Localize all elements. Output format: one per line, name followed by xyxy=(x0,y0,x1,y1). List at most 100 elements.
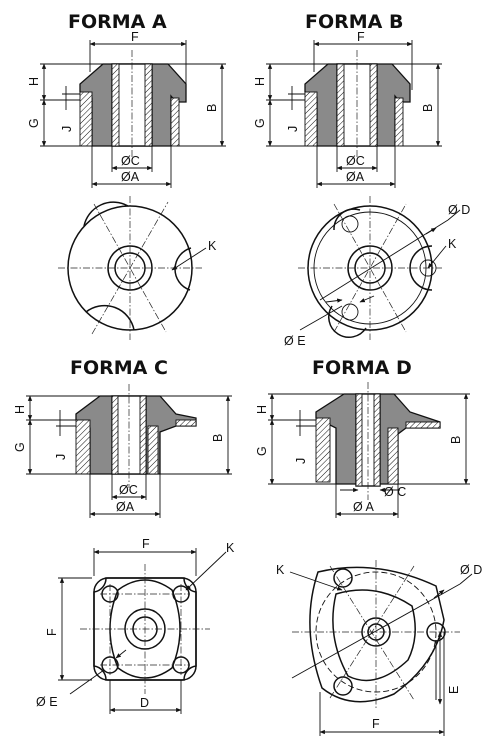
forma-c-section: FORMA C H G J B ØC ØA xyxy=(13,357,232,518)
leader-k xyxy=(289,571,343,591)
label-b: B xyxy=(421,104,435,112)
label-f: F xyxy=(372,717,380,731)
leader-k xyxy=(427,245,447,269)
label-od: Ø D xyxy=(448,203,470,217)
label-oa: ØA xyxy=(121,170,140,184)
metal-insert-wall xyxy=(304,91,318,147)
label-h: H xyxy=(255,405,269,414)
bushing-wall xyxy=(139,395,147,475)
label-f: F xyxy=(131,30,139,44)
label-j: J xyxy=(294,458,308,464)
mounting-hole xyxy=(333,568,353,588)
label-h: H xyxy=(13,405,27,414)
label-oa-d: Ø A xyxy=(353,500,375,514)
bushing-wall xyxy=(355,393,363,487)
arrow-e xyxy=(115,649,127,659)
triangular-flange xyxy=(309,566,445,703)
metal-insert-wall xyxy=(170,97,180,147)
arrow-e xyxy=(325,298,343,303)
leader-d xyxy=(447,209,461,221)
forma-a-section: FORMA A F H G J B ØC xyxy=(27,11,226,188)
label-oc: ØC xyxy=(119,483,138,497)
arrow-d xyxy=(433,589,445,599)
label-b: B xyxy=(211,434,225,442)
label-j: J xyxy=(286,126,300,132)
label-oa: ØA xyxy=(346,170,365,184)
center-line xyxy=(93,203,167,333)
forma-a-top-view: K xyxy=(58,196,217,340)
flange-plate xyxy=(175,419,197,427)
leader-d xyxy=(291,583,461,679)
metal-insert-wall xyxy=(387,427,399,485)
forma-d-top-view: K Ø D E F xyxy=(276,560,482,736)
label-f: F xyxy=(142,537,150,551)
metal-insert-wall xyxy=(394,97,404,147)
label-k: K xyxy=(276,563,285,577)
label-h: H xyxy=(253,77,267,86)
forma-d-section: FORMA D H G J B Ø C Ø A xyxy=(255,357,470,518)
mounting-notch xyxy=(333,208,361,231)
arrow-e xyxy=(359,295,375,303)
leader-e xyxy=(69,669,105,695)
label-oc: ØC xyxy=(346,154,365,168)
leader-k xyxy=(171,247,207,271)
label-g: G xyxy=(27,118,41,128)
label-f: F xyxy=(45,628,59,636)
label-k: K xyxy=(448,237,457,251)
forma-b-title: FORMA B xyxy=(305,11,403,33)
label-oe: Ø E xyxy=(284,334,306,348)
label-oc: ØC xyxy=(121,154,140,168)
arrow-d xyxy=(425,227,437,235)
label-oc-d: Ø C xyxy=(384,485,406,499)
label-b: B xyxy=(205,104,219,112)
bushing-wall xyxy=(111,395,119,475)
label-oa: ØA xyxy=(116,500,135,514)
label-b: B xyxy=(449,436,463,444)
bushing-wall xyxy=(369,63,378,147)
leader-d xyxy=(459,573,473,585)
bushing-wall xyxy=(144,63,153,147)
metal-insert-wall xyxy=(147,425,159,475)
leader-k xyxy=(185,551,227,591)
raised-boss xyxy=(332,589,416,682)
label-j: J xyxy=(54,454,68,460)
metal-insert-wall xyxy=(315,417,331,483)
label-j: J xyxy=(60,126,74,132)
forma-c-top-view: F F D K Ø E xyxy=(36,537,235,714)
label-d: D xyxy=(140,696,149,710)
bushing-wall xyxy=(373,393,381,487)
forma-b-top-view: Ø D K Ø E xyxy=(284,196,470,348)
metal-insert-wall xyxy=(75,419,91,475)
label-h: H xyxy=(27,77,41,86)
mounting-hole xyxy=(333,676,353,696)
label-k: K xyxy=(208,239,217,253)
mounting-notch xyxy=(409,245,433,291)
label-od-d: Ø D xyxy=(460,563,482,577)
center-line xyxy=(91,201,169,335)
mounting-notch xyxy=(174,247,192,291)
label-g: G xyxy=(253,118,267,128)
forma-d-title: FORMA D xyxy=(312,357,412,379)
center-line xyxy=(329,565,415,699)
raised-boss xyxy=(109,579,181,679)
forma-c-title: FORMA C xyxy=(70,357,168,379)
label-k: K xyxy=(226,541,235,555)
mounting-hole xyxy=(341,215,359,233)
label-oe: Ø E xyxy=(36,695,58,709)
mounting-notch xyxy=(83,201,129,227)
center-line xyxy=(333,203,407,333)
label-g: G xyxy=(13,442,27,452)
mounting-notch xyxy=(85,304,135,331)
bushing-wall xyxy=(111,63,120,147)
label-g: G xyxy=(255,446,269,456)
mounting-hole xyxy=(341,303,359,321)
forma-b-section: FORMA B F H G J B ØC ØA xyxy=(253,11,442,188)
center-line xyxy=(333,203,407,333)
metal-insert-wall xyxy=(79,91,93,147)
label-e: E xyxy=(447,686,461,694)
leader-e xyxy=(299,305,343,331)
forma-a-title: FORMA A xyxy=(68,11,167,33)
label-f: F xyxy=(357,30,365,44)
